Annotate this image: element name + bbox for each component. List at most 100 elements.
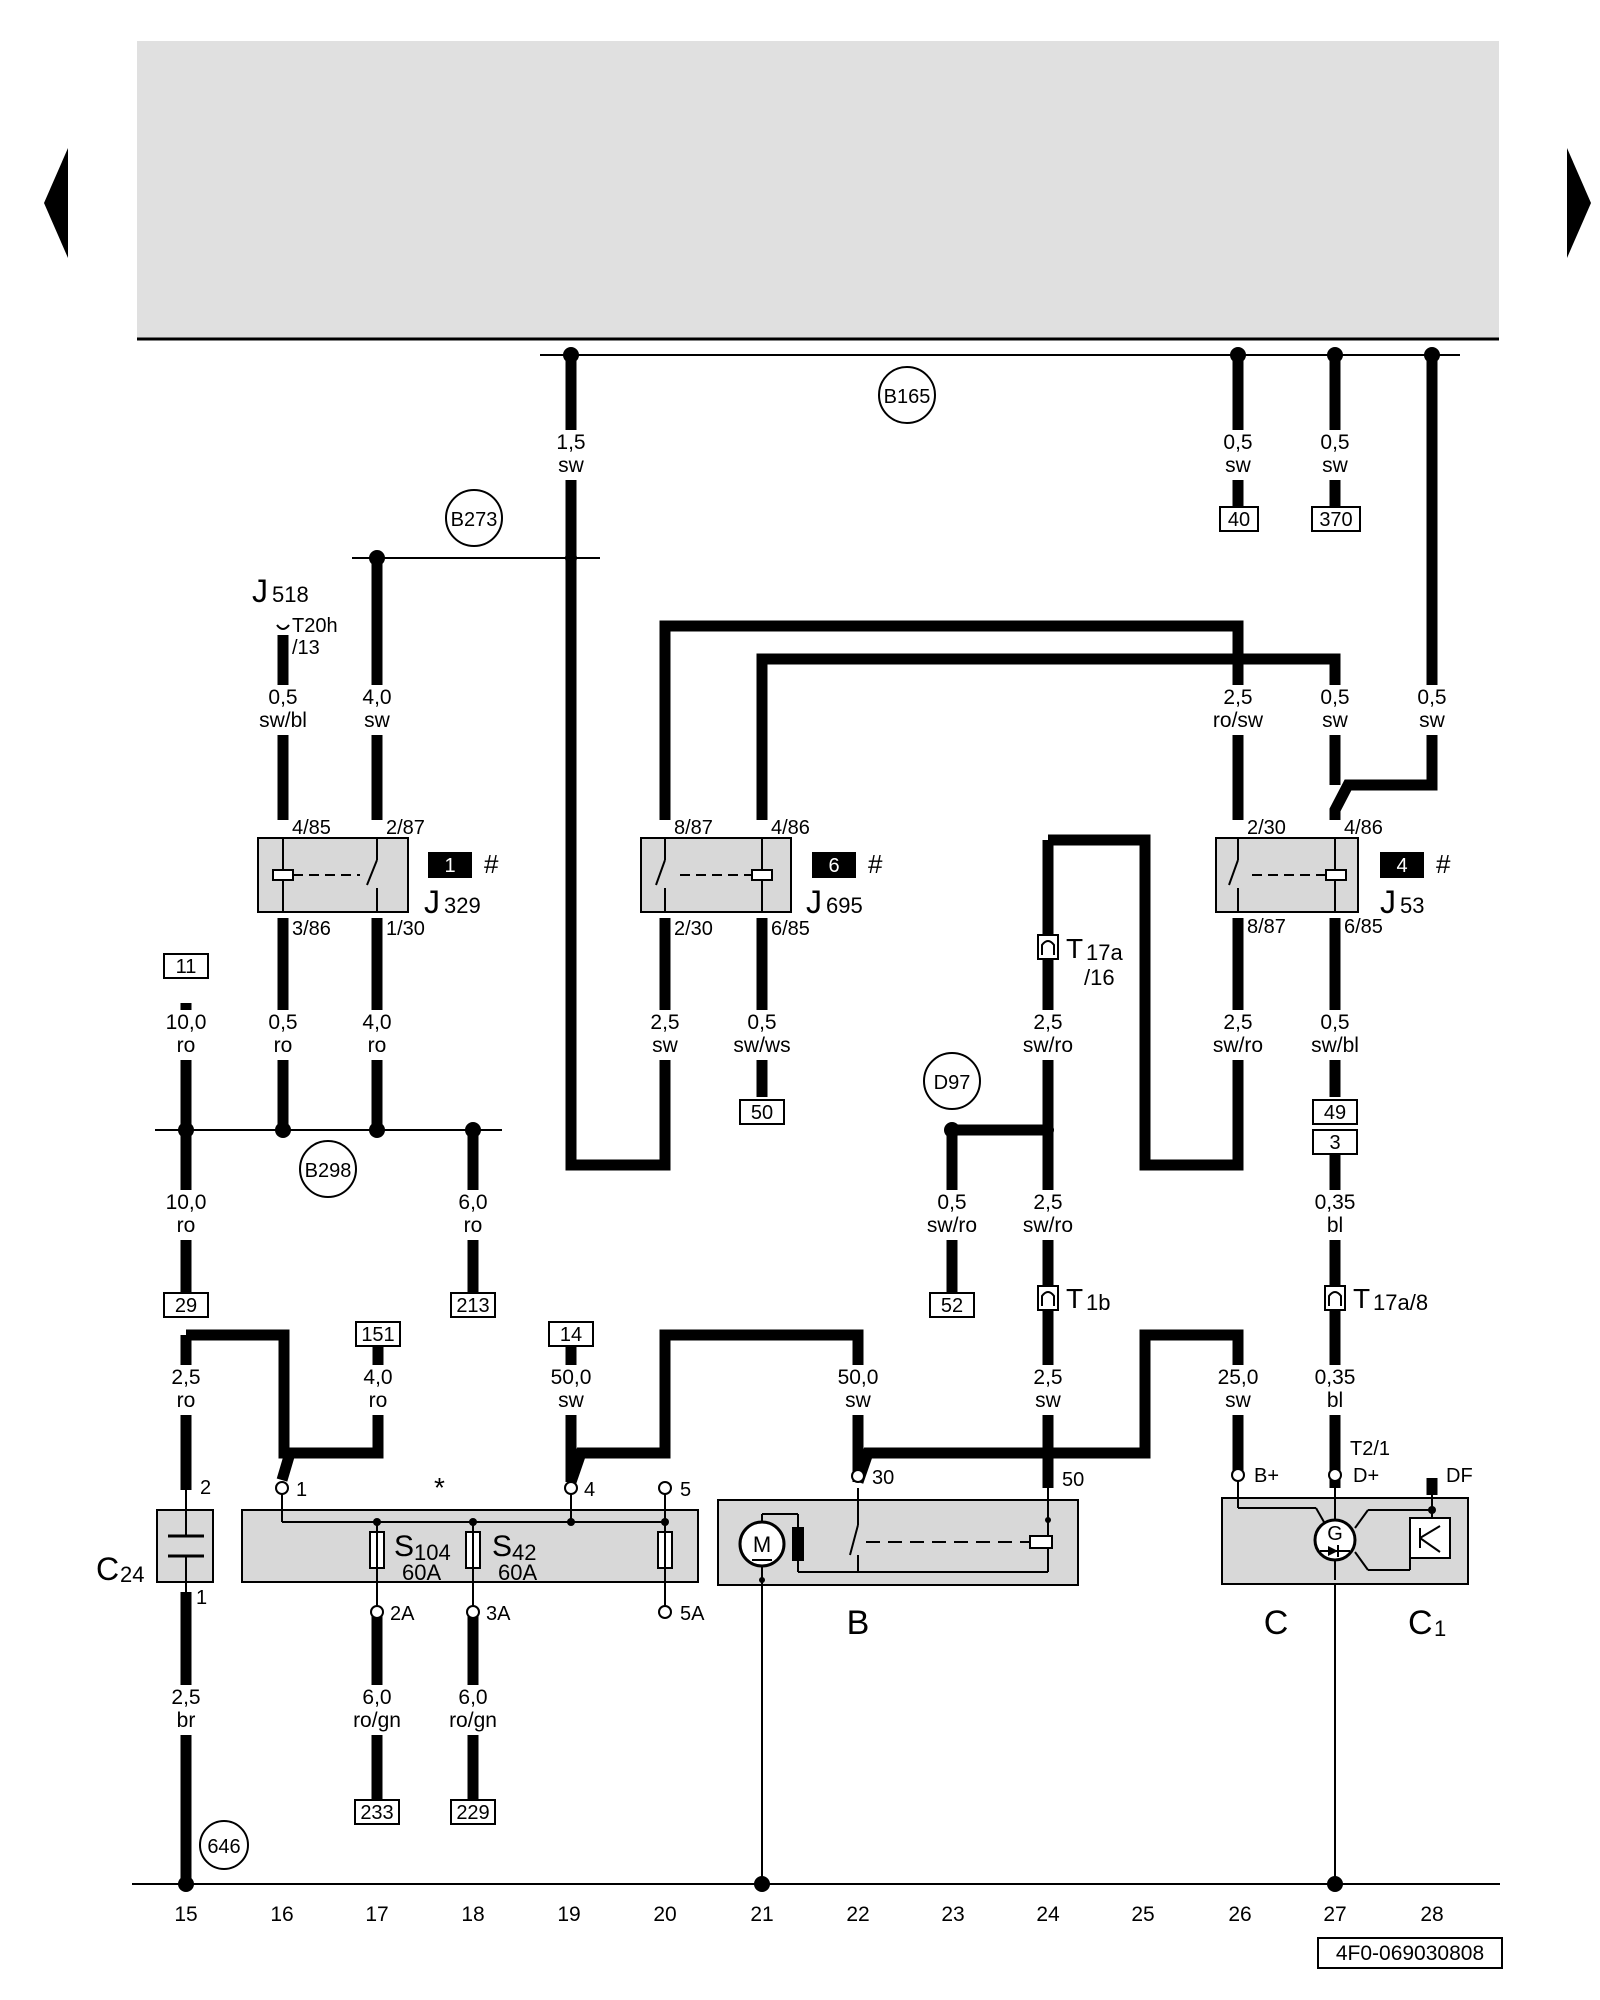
svg-text:J: J xyxy=(1380,884,1396,920)
svg-text:G: G xyxy=(1327,1523,1343,1545)
svg-text:15: 15 xyxy=(174,1903,197,1926)
svg-text:5: 5 xyxy=(680,1479,691,1501)
header-panel xyxy=(137,41,1499,339)
svg-text:4F0-069030808: 4F0-069030808 xyxy=(1336,1942,1484,1965)
svg-text:4: 4 xyxy=(584,1479,595,1501)
svg-text:2,5: 2,5 xyxy=(1033,1011,1062,1034)
relay-j53: 2/30 4/86 8/87 6/85 4 # J 53 xyxy=(1215,817,1451,938)
svg-text:ro/gn: ro/gn xyxy=(353,1709,401,1732)
prev-page-arrow-icon[interactable] xyxy=(44,148,68,258)
svg-text:B: B xyxy=(847,1604,870,1642)
ground-point-b273: B273 xyxy=(445,489,503,547)
svg-text:50: 50 xyxy=(1062,1469,1084,1491)
svg-text:370: 370 xyxy=(1319,509,1352,531)
svg-text:0,35: 0,35 xyxy=(1315,1191,1356,1214)
svg-text:ro: ro xyxy=(177,1214,196,1237)
svg-text:229: 229 xyxy=(456,1802,489,1824)
svg-text:sw: sw xyxy=(1035,1389,1062,1412)
svg-text:sw: sw xyxy=(845,1389,872,1412)
svg-text:br: br xyxy=(177,1709,196,1732)
relay-j329: 4/85 2/87 3/86 1/30 1 # J 329 xyxy=(257,817,499,940)
svg-text:sw/ro: sw/ro xyxy=(1023,1034,1073,1057)
svg-text:18: 18 xyxy=(461,1903,484,1926)
svg-text:4,0: 4,0 xyxy=(362,1011,391,1034)
svg-text:4,0: 4,0 xyxy=(362,686,391,709)
connector-t1b: T 1b xyxy=(1037,1283,1110,1315)
svg-text:2/30: 2/30 xyxy=(1247,817,1286,839)
wire-j695-j53-inner xyxy=(756,653,1341,820)
svg-text:2A: 2A xyxy=(390,1603,415,1625)
svg-text:5A: 5A xyxy=(680,1603,705,1625)
svg-text:2,5: 2,5 xyxy=(1223,1011,1252,1034)
svg-text:J: J xyxy=(252,573,268,609)
svg-text:sw: sw xyxy=(1225,454,1252,477)
document-id: 4F0-069030808 xyxy=(1317,1937,1503,1969)
svg-text:329: 329 xyxy=(444,893,481,918)
svg-text:2/30: 2/30 xyxy=(674,918,713,940)
svg-text:S: S xyxy=(394,1530,414,1563)
alternator-c: G B+ D+ T2/1 DF C C 1 xyxy=(1221,1438,1473,1642)
svg-text:T: T xyxy=(1066,933,1083,964)
svg-text:T20h: T20h xyxy=(292,615,338,637)
svg-text:sw: sw xyxy=(1419,709,1446,732)
svg-text:0,5: 0,5 xyxy=(747,1011,776,1034)
svg-text:25: 25 xyxy=(1131,1903,1154,1926)
svg-text:22: 22 xyxy=(846,1903,869,1926)
svg-text:26: 26 xyxy=(1228,1903,1251,1926)
component-j518: J 518 T20h /13 xyxy=(252,573,338,659)
svg-text:1: 1 xyxy=(444,855,455,877)
svg-text:30: 30 xyxy=(872,1467,894,1489)
svg-text:14: 14 xyxy=(560,1324,582,1346)
svg-text:T: T xyxy=(1066,1283,1083,1314)
svg-text:60A: 60A xyxy=(498,1560,537,1585)
svg-text:6/85: 6/85 xyxy=(1344,916,1383,938)
svg-text:4,0: 4,0 xyxy=(363,1366,392,1389)
svg-text:8/87: 8/87 xyxy=(674,817,713,839)
junction-dots xyxy=(178,347,1440,1892)
svg-text:sw: sw xyxy=(558,454,585,477)
svg-text:4/85: 4/85 xyxy=(292,817,331,839)
svg-text:52: 52 xyxy=(941,1295,963,1317)
wire-14-b xyxy=(565,1329,864,1484)
svg-text:213: 213 xyxy=(456,1295,489,1317)
svg-text:1,5: 1,5 xyxy=(556,431,585,454)
svg-text:sw: sw xyxy=(558,1389,585,1412)
svg-text:1b: 1b xyxy=(1086,1290,1110,1315)
svg-text:151: 151 xyxy=(361,1324,394,1346)
svg-text:17a/8: 17a/8 xyxy=(1373,1290,1428,1315)
svg-text:2,5: 2,5 xyxy=(171,1366,200,1389)
svg-text:24: 24 xyxy=(1036,1903,1060,1926)
svg-text:49: 49 xyxy=(1324,1102,1346,1124)
next-page-arrow-icon[interactable] xyxy=(1567,148,1591,258)
svg-text:sw/ro: sw/ro xyxy=(1023,1214,1073,1237)
svg-text:sw: sw xyxy=(1225,1389,1252,1412)
svg-text:2,5: 2,5 xyxy=(1223,686,1252,709)
svg-text:ro: ro xyxy=(369,1389,388,1412)
svg-text:50: 50 xyxy=(751,1102,773,1124)
svg-text:233: 233 xyxy=(360,1802,393,1824)
svg-text:3/86: 3/86 xyxy=(292,918,331,940)
svg-text:2,5: 2,5 xyxy=(171,1686,200,1709)
svg-text:28: 28 xyxy=(1420,1903,1443,1926)
svg-text:C: C xyxy=(1408,1604,1433,1642)
connector-t17a8: T 17a/8 xyxy=(1324,1283,1428,1315)
svg-text:16: 16 xyxy=(270,1903,293,1926)
svg-text:2: 2 xyxy=(200,1477,211,1499)
svg-text:8/87: 8/87 xyxy=(1247,916,1286,938)
svg-text:0,5: 0,5 xyxy=(268,1011,297,1034)
svg-text:10,0: 10,0 xyxy=(166,1191,207,1214)
svg-text:sw/bl: sw/bl xyxy=(259,709,307,732)
svg-text:17: 17 xyxy=(365,1903,388,1926)
svg-text:ro: ro xyxy=(177,1034,196,1057)
svg-text:C: C xyxy=(1264,1604,1289,1642)
svg-text:104: 104 xyxy=(414,1540,451,1565)
svg-text:sw: sw xyxy=(652,1034,679,1057)
svg-text:0,5: 0,5 xyxy=(268,686,297,709)
svg-text:*: * xyxy=(434,1472,445,1503)
svg-text:42: 42 xyxy=(512,1540,536,1565)
ground-point-646: 646 xyxy=(199,1820,249,1870)
svg-text:bl: bl xyxy=(1327,1389,1343,1412)
svg-text:2,5: 2,5 xyxy=(650,1011,679,1034)
svg-text:DF: DF xyxy=(1446,1465,1473,1487)
svg-text:M: M xyxy=(753,1532,771,1557)
